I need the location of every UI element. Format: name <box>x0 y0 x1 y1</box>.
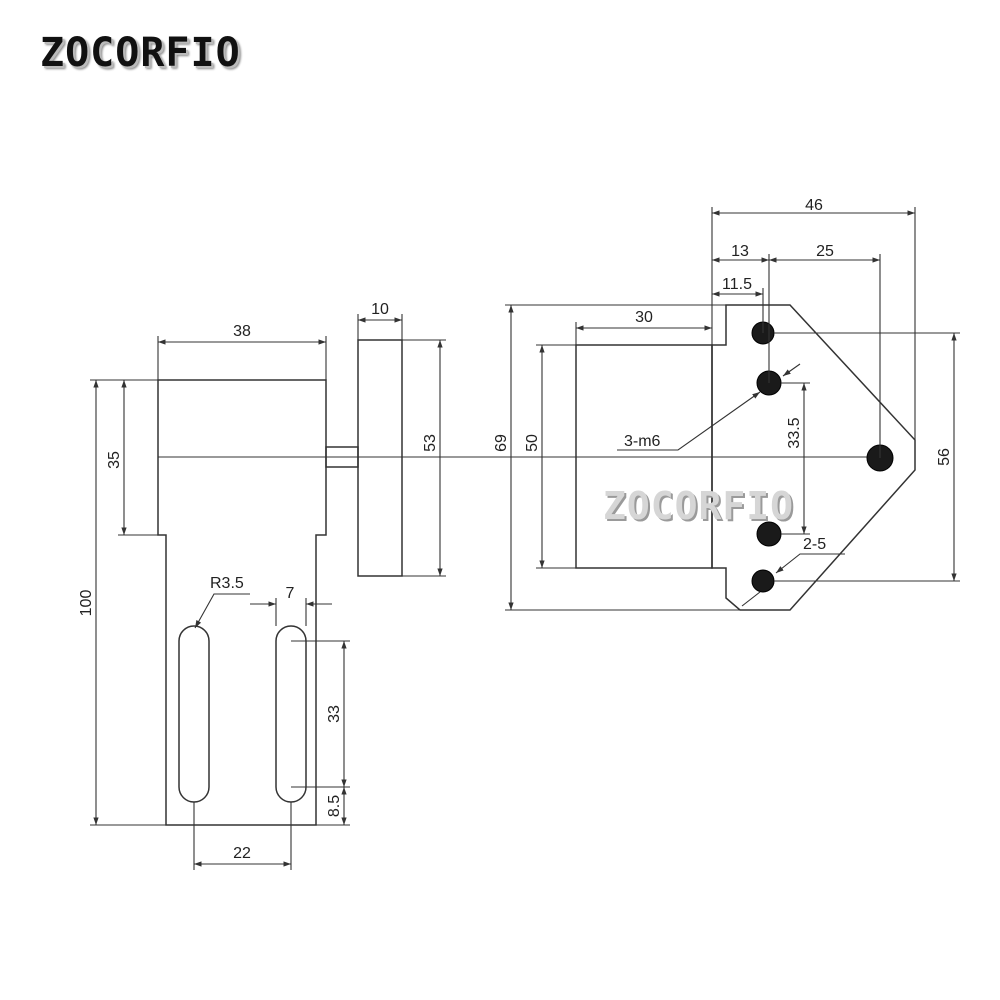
dim-hole-offset-11-5: 11.5 <box>722 276 752 293</box>
dim-side-thickness: 10 <box>371 301 389 318</box>
back-plate-outline <box>711 304 916 611</box>
dim-side-height: 53 <box>422 434 439 452</box>
label-thread-spec: 3-m6 <box>624 433 661 450</box>
left-slot <box>178 625 210 803</box>
front-outline <box>157 379 327 826</box>
side-dimensions: 10 53 <box>357 301 446 577</box>
front-dimensions: 38 35 100 R3.5 7 33 <box>78 323 350 870</box>
dim-front-top-height: 35 <box>106 451 123 469</box>
dim-back-inner-width: 30 <box>635 309 653 326</box>
dim-hole-spacing: 33.5 <box>786 417 803 448</box>
label-small-hole-spec: 2-5 <box>803 536 826 553</box>
dim-slot-radius: R3.5 <box>210 575 244 592</box>
dim-slot-length: 33 <box>326 705 343 723</box>
back-dimensions: 69 50 30 46 13 25 11.5 <box>493 197 960 611</box>
brand-logo: ZOCORFIO <box>40 30 241 76</box>
dim-slot-width: 7 <box>286 585 295 602</box>
front-view <box>157 379 327 826</box>
dim-front-width: 38 <box>233 323 251 340</box>
dim-slot-bottom-offset: 8.5 <box>326 795 343 817</box>
dim-hole-offset-25: 25 <box>816 243 834 260</box>
right-slot <box>275 625 307 803</box>
mount-hole-bottom <box>751 569 775 593</box>
dim-back-outer-height: 69 <box>493 434 510 452</box>
dim-back-inner-height: 50 <box>524 434 541 452</box>
dim-front-total-height: 100 <box>78 590 95 617</box>
dim-back-total-width: 46 <box>805 197 823 214</box>
dim-hole-offset-13: 13 <box>731 243 749 260</box>
side-view <box>325 339 720 577</box>
side-plate <box>357 339 403 577</box>
dim-back-plate-height: 56 <box>936 448 953 466</box>
brand-watermark: ZOCORFIO <box>603 484 795 528</box>
dim-slot-spacing: 22 <box>233 845 251 862</box>
